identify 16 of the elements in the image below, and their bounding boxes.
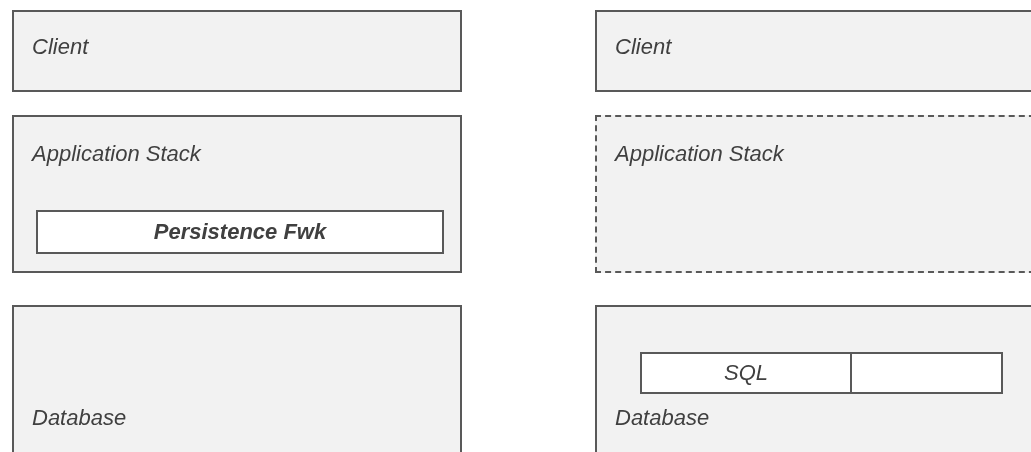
layer-label: Database: [32, 405, 127, 431]
layer-label: Application Stack: [32, 141, 201, 167]
component-box: [36, 210, 444, 254]
layer-label: Client: [32, 34, 89, 60]
dashed-layer-box: [595, 115, 1031, 273]
layer-box: [12, 10, 462, 92]
layer-label: Database: [615, 405, 710, 431]
component-box: [640, 352, 852, 394]
layer-box: [595, 10, 1031, 92]
layer-box: [595, 305, 1031, 452]
layer-box: [12, 305, 462, 452]
layer-label: Client: [615, 34, 672, 60]
component-label: Persistence Fwk: [153, 219, 327, 245]
layer-box: [12, 115, 462, 273]
layer-label: Application Stack: [615, 141, 784, 167]
component-label: SQL: [724, 360, 768, 386]
